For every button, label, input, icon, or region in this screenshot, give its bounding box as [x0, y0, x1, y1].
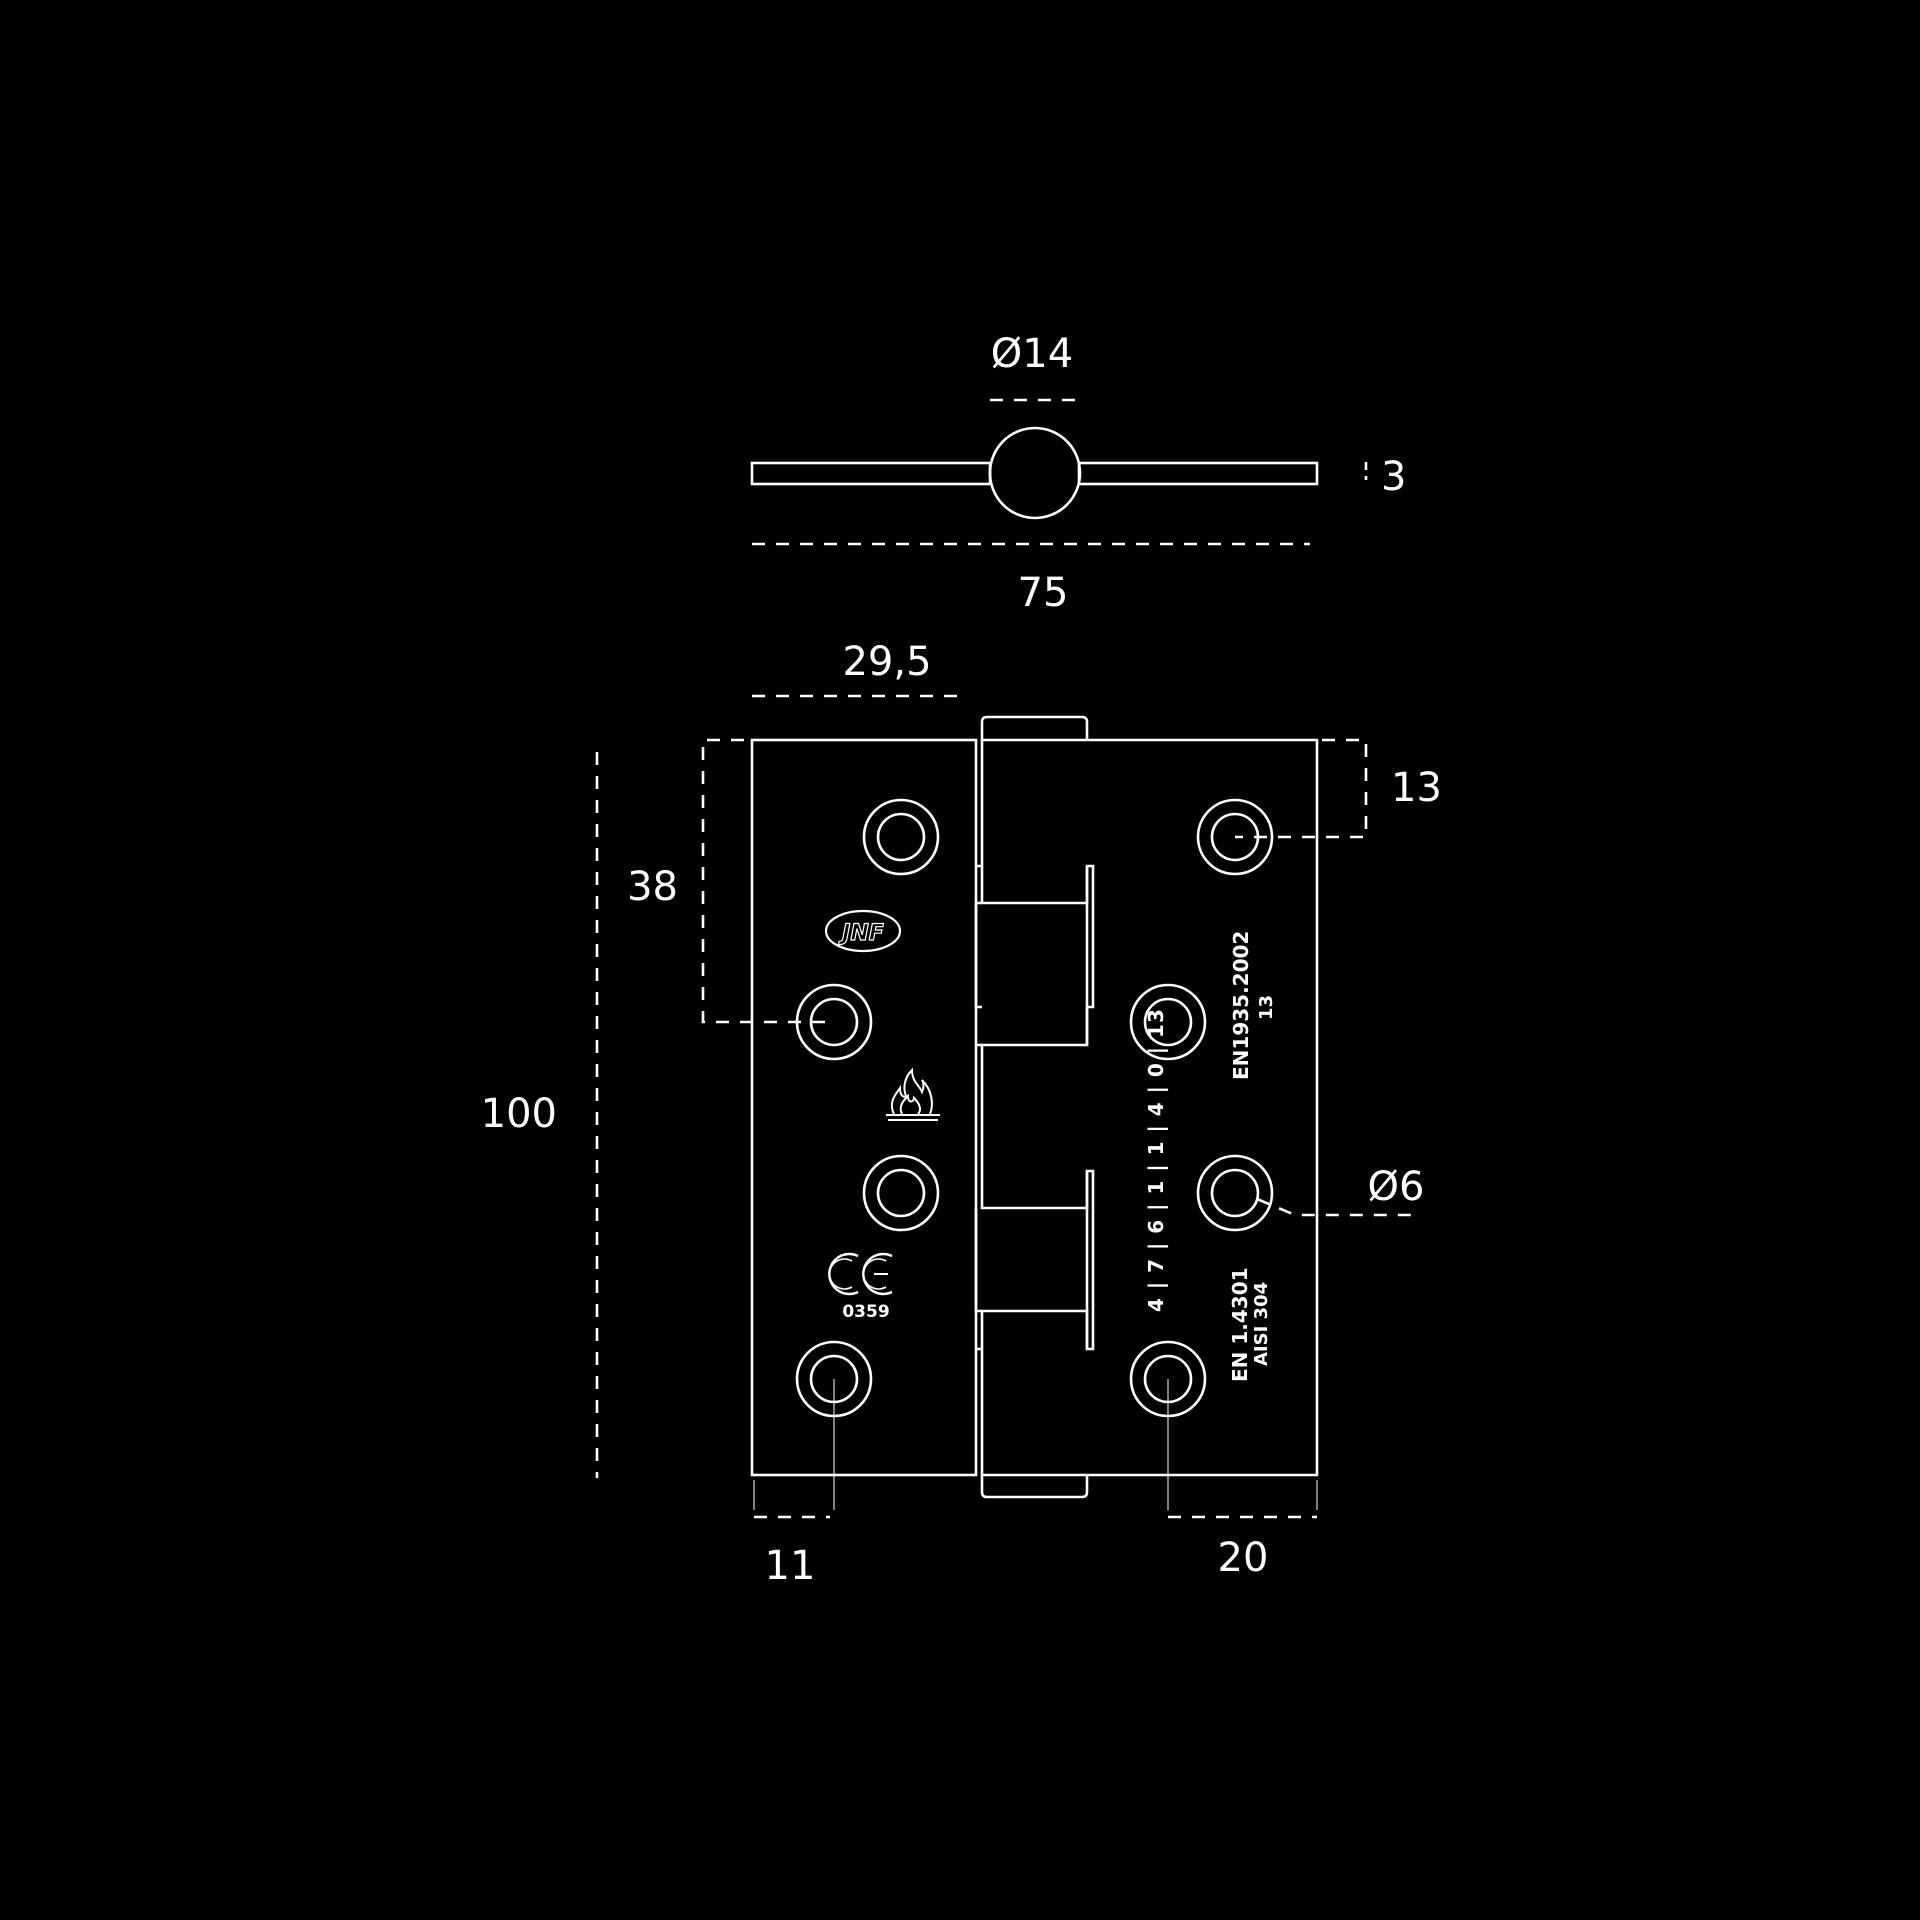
standard-marking: EN1935.2002 13	[1229, 931, 1277, 1080]
hole-diameter-label: Ø6	[1368, 1164, 1425, 1210]
material-marking: EN 1.4301 AISI 304	[1228, 1267, 1272, 1382]
top-view-knuckle	[988, 426, 1082, 520]
hole-spacing-label: 38	[627, 864, 678, 910]
top-view-left-leaf	[750, 461, 992, 486]
top-offset-label: 13	[1391, 765, 1442, 811]
screw-hole	[1196, 1154, 1274, 1232]
top-view	[750, 426, 1319, 520]
brand-logo-text: JNF	[838, 921, 884, 946]
top-offset-dim-line	[1235, 738, 1368, 839]
flame-icon	[886, 1067, 940, 1121]
pin-cap-top	[980, 715, 1089, 740]
open-width-label: 75	[1018, 570, 1069, 616]
top-view-right-leaf	[1077, 461, 1319, 486]
pin-cap-bottom	[980, 1475, 1089, 1499]
ce-mark: 0359	[828, 1252, 893, 1322]
screw-hole	[1129, 983, 1207, 1061]
classification-marking: 4 | 7 | 6 | 1 | 1 | 4 | 0 | 13	[1144, 1008, 1168, 1312]
brand-logo: JNF	[824, 909, 902, 953]
ce-number: 0359	[842, 1302, 889, 1322]
standard-line1: EN1935.2002	[1229, 931, 1253, 1080]
screw-hole	[862, 1154, 940, 1232]
thickness-label: 3	[1381, 454, 1406, 500]
height-label: 100	[481, 1091, 557, 1137]
edge-distance-right-label: 20	[1218, 1535, 1269, 1581]
leaf-width-label: 29,5	[842, 639, 931, 685]
screw-hole	[862, 798, 940, 876]
material-line2: AISI 304	[1251, 1282, 1272, 1366]
pin-diameter-label: Ø14	[991, 331, 1073, 377]
hole-spacing-dim-line	[701, 738, 834, 1024]
standard-line2: 13	[1256, 995, 1277, 1020]
front-view	[750, 715, 1319, 1499]
left-knuckle-tab-top	[976, 864, 982, 1047]
left-leaf	[750, 738, 978, 1477]
material-line1: EN 1.4301	[1228, 1267, 1252, 1382]
classification-code: 4 | 7 | 6 | 1 | 1 | 4 | 0 | 13	[1144, 1008, 1168, 1312]
screw-hole	[795, 983, 873, 1061]
screw-holes	[795, 798, 1274, 1418]
edge-distance-left-label: 11	[765, 1543, 816, 1589]
